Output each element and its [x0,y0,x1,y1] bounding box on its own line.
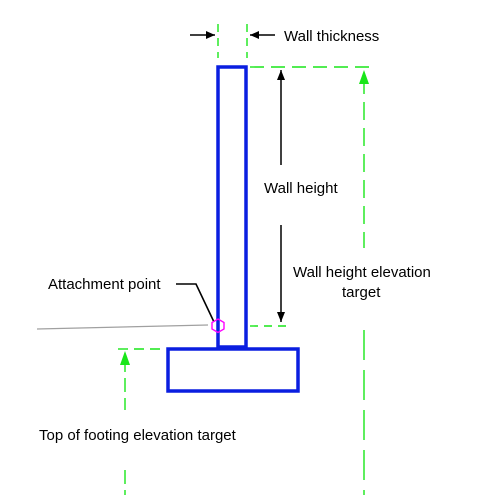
wall-thickness-arrows [190,31,275,39]
attachment-point-marker [211,318,225,334]
ground-line [36,324,209,330]
wall-height-elevation-target-label-line1: Wall height elevation [293,264,431,281]
attachment-point-label: Attachment point [48,276,161,293]
footing-arrow-top [120,351,130,365]
elevation-guides [118,24,372,495]
elevation-arrow-top [359,70,369,84]
top-of-footing-elevation-target-label: Top of footing elevation target [39,427,237,444]
wall-thickness-label: Wall thickness [284,28,379,45]
wall-stem [216,65,248,349]
wall-height-elevation-target-label-line2: target [342,284,381,301]
footing [166,347,300,393]
wall-height-arrows [277,70,285,322]
attachment-leader [176,283,215,323]
wall-height-label: Wall height [264,180,338,197]
